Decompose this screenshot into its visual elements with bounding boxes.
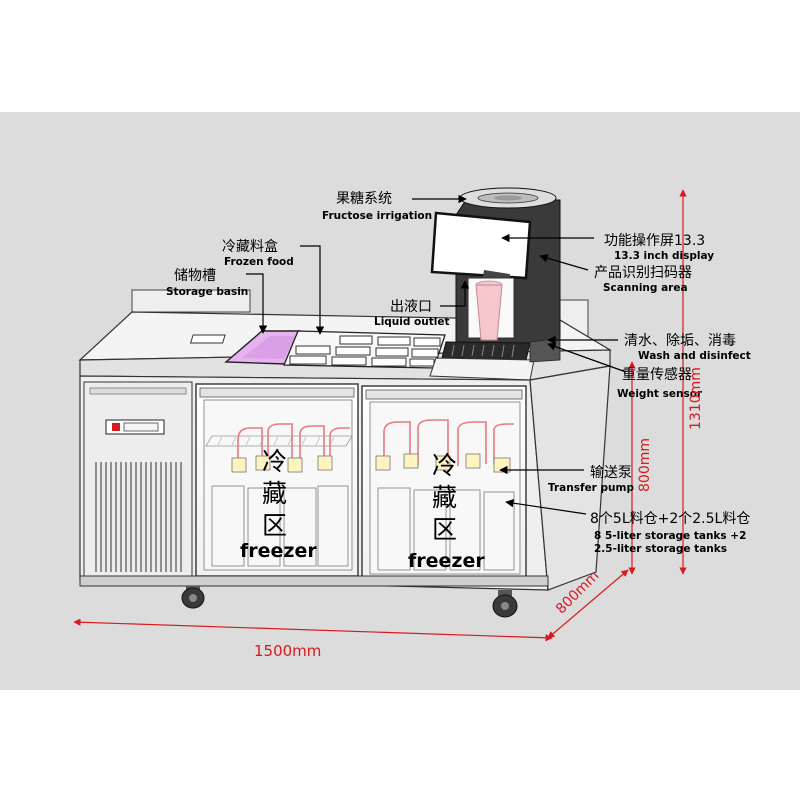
width-dimension-label: 1500mm	[254, 642, 322, 660]
callout-leaders	[246, 194, 627, 515]
fructose-label-cn: 果糖系统	[336, 191, 392, 207]
scanner-label-en: Scanning area	[603, 282, 688, 294]
tanks-label-en: 8 5-liter storage tanks +2 2.5-liter sto…	[594, 530, 747, 555]
wash-label-en: Wash and disinfect	[638, 350, 751, 362]
right-compartment-label-cn: 冷 藏 区	[432, 451, 458, 544]
right-compartment-label-en: freezer	[408, 550, 485, 572]
tanks-label-cn: 8个5L料仓+2个2.5L料仓	[590, 511, 751, 527]
pump-label-en: Transfer pump	[548, 482, 634, 494]
liquid-outlet-label-cn: 出液口	[390, 299, 432, 315]
liquid-outlet-label-en: Liquid outlet	[374, 316, 450, 328]
weight-label-cn: 重量传感器	[622, 367, 692, 383]
caster-wheels	[181, 586, 518, 618]
total-height-label: 1310mm	[688, 367, 704, 430]
dimension-lines	[73, 189, 687, 642]
frozen-food-tray	[189, 330, 446, 369]
pump-label-cn: 输送泵	[590, 465, 632, 481]
display-label-en: 13.3 inch display	[614, 250, 715, 262]
frozen-food-label-cn: 冷藏料盒	[222, 239, 278, 255]
storage-basin-label-en: Storage basin	[166, 286, 249, 298]
left-compartment-label-cn: 冷 藏 区	[262, 447, 288, 540]
cabinet-height-label: 800mm	[637, 438, 653, 492]
frozen-food-label-en: Frozen food	[224, 256, 294, 268]
dispenser-machine	[429, 187, 561, 381]
scanner-label-cn: 产品识别扫码器	[594, 265, 692, 281]
storage-basin-label-cn: 储物槽	[174, 268, 216, 284]
fructose-label-en: Fructose irrigation	[322, 210, 433, 222]
left-compartment-label-en: freezer	[240, 540, 317, 562]
display-label-cn: 功能操作屏13.3	[604, 233, 706, 249]
weight-label-en: Weight sensor	[617, 388, 703, 400]
cabinet-body	[79, 365, 611, 591]
wash-label-cn: 清水、除垢、消毒	[624, 333, 736, 349]
